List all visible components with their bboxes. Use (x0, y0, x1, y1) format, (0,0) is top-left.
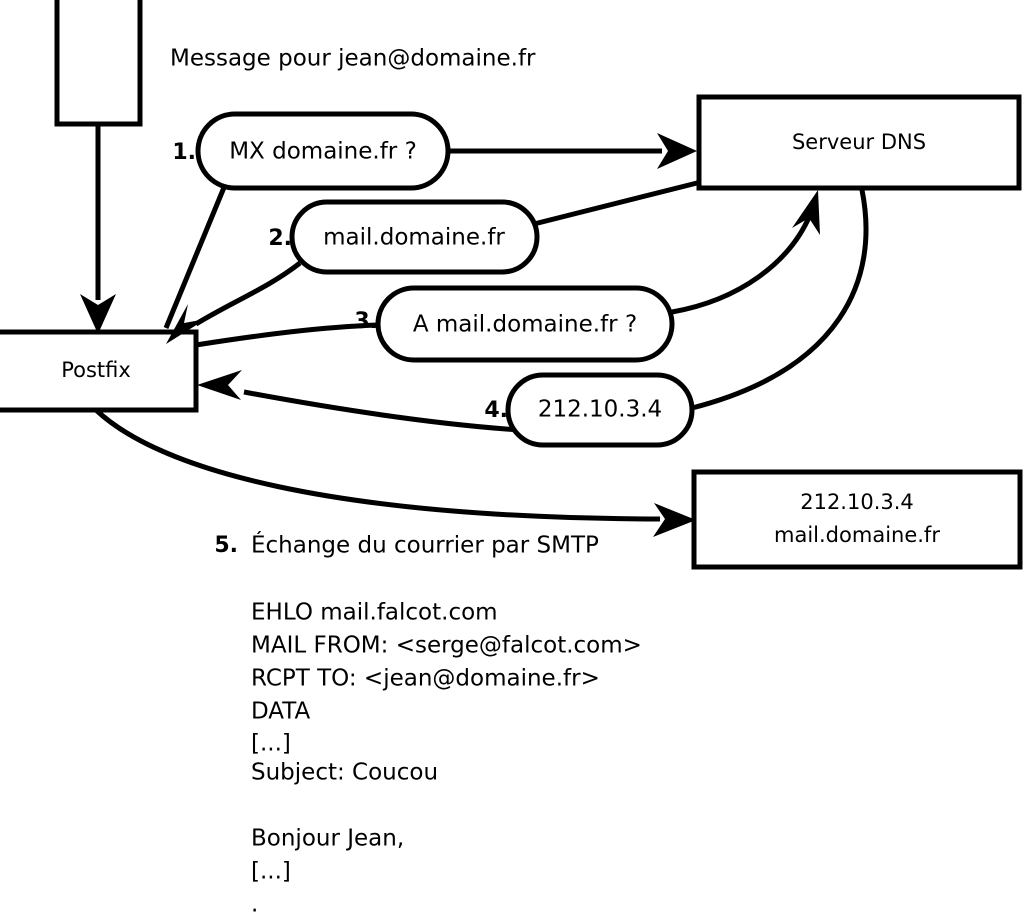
node-remote-mx (691, 469, 1023, 570)
node-mail-user-agent (54, 0, 143, 127)
step-5-number: 5. (214, 533, 238, 558)
smtp-line-ellipsis-body: [...] (251, 859, 291, 885)
step-3-bubble-label: A mail.domaine.fr ? (413, 312, 637, 338)
node-remote-mx-ip: 212.10.3.4 (800, 490, 914, 514)
node-postfix-label: Postfix (61, 358, 131, 382)
edge-postfix-to-remote-mx (94, 408, 661, 522)
step-1-bubble (195, 111, 451, 191)
step-1-number: 1. (172, 140, 196, 165)
smtp-line-end-of-data: . (251, 892, 258, 918)
arrowhead-step2-to-postfix (166, 304, 206, 344)
edge-step2-bubble-to-postfix (194, 261, 302, 327)
step-4-bubble (505, 372, 695, 448)
node-dns-server (696, 94, 1022, 191)
edge-postfix-to-step3-bubble (195, 322, 379, 348)
step-4-bubble-label: 212.10.3.4 (538, 397, 662, 423)
diagram-caption: Message pour jean@domaine.fr (170, 46, 536, 72)
smtp-line-subject: Subject: Coucou (251, 760, 438, 786)
step-2-bubble (289, 199, 540, 275)
step-2-bubble-label: mail.domaine.fr (323, 225, 505, 251)
edge-step4-bubble-to-postfix (243, 389, 521, 433)
step-2-number: 2. (268, 226, 292, 251)
smtp-line-ellipsis-headers: [...] (251, 731, 291, 757)
edge-postfix-to-step1-bubble (163, 184, 228, 329)
edge-step3-bubble-to-dns (671, 214, 813, 315)
step-4-number: 4. (484, 398, 508, 423)
node-remote-mx-hostname: mail.domaine.fr (774, 523, 940, 547)
smtp-line-data: DATA (251, 699, 311, 725)
step-5-label: Échange du courrier par SMTP (251, 531, 599, 559)
arrowhead-step1-to-dns (657, 133, 697, 169)
arrowhead-step3-to-dns (792, 190, 820, 235)
step-3-bubble (375, 285, 675, 363)
edge-dns-to-step2-bubble (529, 179, 702, 228)
step-3-number: 3. (354, 309, 378, 334)
smtp-line-rcpt-to: RCPT TO: <jean@domaine.fr> (251, 666, 600, 692)
arrowhead-mua-to-postfix (80, 294, 116, 334)
arrowhead-step4-to-postfix (197, 370, 242, 400)
edge-dns-to-step4-bubble (691, 189, 869, 411)
node-postfix (0, 329, 199, 413)
node-dns-server-label: Serveur DNS (792, 130, 926, 154)
smtp-line-greeting: Bonjour Jean, (251, 826, 404, 852)
smtp-line-ehlo: EHLO mail.falcot.com (251, 600, 498, 626)
arrowhead-postfix-to-remote-mx (653, 503, 696, 537)
smtp-line-mail-from: MAIL FROM: <serge@falcot.com> (251, 633, 642, 659)
step-1-bubble-label: MX domaine.fr ? (229, 139, 417, 165)
